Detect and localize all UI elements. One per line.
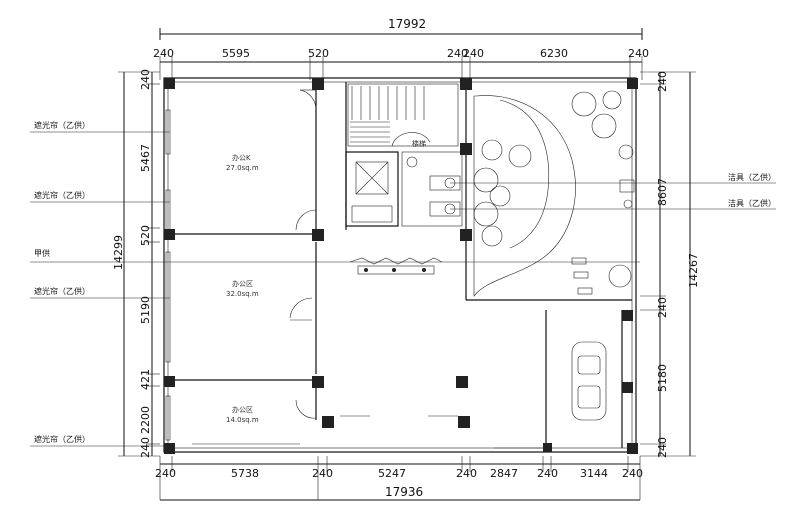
left-dim-7: 240	[139, 437, 152, 458]
left-dimension-chain: 14299 240 5467 520 5190 421 2200 240	[112, 69, 160, 458]
bottom-dim-8: 3144	[580, 467, 608, 480]
top-dimension-chain: 17992 240 5595 520 240 240 6230 240	[153, 17, 649, 80]
right-dim-5: 240	[656, 437, 669, 458]
bottom-dim-2: 5738	[231, 467, 259, 480]
right-dim-4: 5180	[656, 364, 669, 392]
room-2-area: 32.0sq.m	[226, 290, 259, 298]
lobby-column	[456, 376, 468, 388]
stair-label: 楼梯	[412, 139, 426, 148]
left-label-3: 甲供	[34, 248, 50, 258]
left-label-5: 遮光帘（乙供）	[34, 434, 90, 444]
left-label-2: 遮光帘（乙供）	[34, 190, 90, 200]
room-1-area: 27.0sq.m	[226, 164, 259, 172]
room-3-name: 办公区	[232, 405, 253, 414]
right-dim-1: 240	[656, 71, 669, 92]
room-2-name: 办公区	[232, 279, 253, 288]
left-dim-2: 5467	[139, 144, 152, 172]
top-dim-1: 240	[153, 47, 174, 60]
building-walls	[163, 77, 637, 453]
bottom-dim-6: 2847	[490, 467, 518, 480]
left-total-dimension: 14299	[112, 235, 125, 270]
top-dim-2: 5595	[222, 47, 250, 60]
right-leader-labels: 洁具（乙供） 洁具（乙供）	[450, 172, 776, 210]
right-dim-2: 8607	[656, 178, 669, 206]
right-total-dimension: 14267	[687, 253, 700, 288]
staircase: 楼梯	[347, 83, 459, 148]
bottom-dimension-chain: 240 5738 240 5247 240 2847 240 3144 240 …	[155, 456, 643, 501]
bottom-dim-5: 240	[456, 467, 477, 480]
top-dim-4: 240	[447, 47, 468, 60]
bottom-dim-7: 240	[537, 467, 558, 480]
top-dim-7: 240	[628, 47, 649, 60]
room-3-area: 14.0sq.m	[226, 416, 259, 424]
top-dim-3: 520	[308, 47, 329, 60]
left-leader-labels: 遮光帘（乙供） 遮光帘（乙供） 甲供 遮光帘（乙供） 遮光帘（乙供）	[30, 120, 640, 447]
right-dimension-chain: 240 8607 240 5180 240 14267	[640, 71, 700, 458]
left-label-1: 遮光帘（乙供）	[34, 120, 90, 130]
room-1-name: 办公K	[232, 153, 251, 162]
top-dim-6: 6230	[540, 47, 568, 60]
toilet-block	[401, 151, 463, 227]
room-labels: 办公K 27.0sq.m 办公区 32.0sq.m 办公区 14.0sq.m	[226, 153, 259, 424]
left-dim-5: 421	[139, 369, 152, 390]
left-dim-1: 240	[139, 69, 152, 90]
bottom-dim-4: 5247	[378, 467, 406, 480]
bottom-dim-3: 240	[312, 467, 333, 480]
reception-desk	[349, 257, 443, 275]
top-total-dimension: 17992	[388, 17, 426, 31]
left-dim-3: 520	[139, 225, 152, 246]
right-label-2: 洁具（乙供）	[728, 198, 776, 208]
right-label-1: 洁具（乙供）	[728, 172, 776, 182]
left-dim-6: 2200	[139, 406, 152, 434]
left-label-4: 遮光帘（乙供）	[34, 286, 90, 296]
parked-car	[571, 341, 607, 421]
bottom-dim-9: 240	[622, 467, 643, 480]
elevator	[345, 151, 399, 227]
structural-columns	[164, 78, 638, 454]
left-dim-4: 5190	[139, 296, 152, 324]
doors	[289, 89, 317, 419]
right-dim-3: 240	[656, 297, 669, 318]
bottom-total-dimension: 17936	[385, 485, 423, 499]
top-dim-5: 240	[463, 47, 484, 60]
garden-area	[473, 90, 635, 297]
bottom-dim-1: 240	[155, 467, 176, 480]
